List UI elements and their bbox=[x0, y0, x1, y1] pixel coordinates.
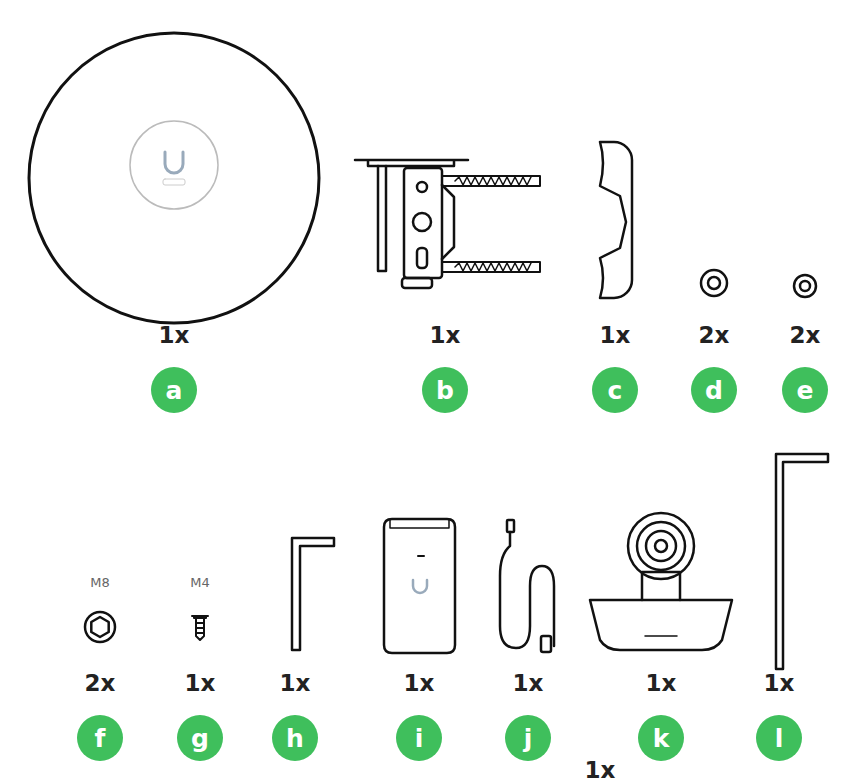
thread-size-label: M8 bbox=[70, 575, 130, 590]
quantity-label: 1x bbox=[565, 322, 665, 348]
item-letter: j bbox=[524, 726, 533, 751]
item-letter-badge: j bbox=[505, 715, 551, 761]
item-letter-badge: l bbox=[756, 715, 802, 761]
item-letter-badge: f bbox=[77, 715, 123, 761]
item-letter: k bbox=[653, 726, 670, 751]
quantity-label: 2x bbox=[50, 670, 150, 696]
quantity-label: 1x bbox=[395, 322, 495, 348]
item-letter-badge: h bbox=[272, 715, 318, 761]
item-letter: i bbox=[415, 726, 424, 751]
item-letter: f bbox=[95, 726, 106, 751]
item-letter: c bbox=[608, 378, 623, 403]
quantity-label: 1x bbox=[478, 670, 578, 696]
quantity-label: 1x bbox=[245, 670, 345, 696]
item-letter: a bbox=[166, 378, 183, 403]
item-letter-badge: g bbox=[177, 715, 223, 761]
quantity-label: 1x bbox=[150, 670, 250, 696]
thread-size-label: M4 bbox=[170, 575, 230, 590]
item-letter-badge: k bbox=[638, 715, 684, 761]
quantity-label: 1x bbox=[611, 670, 711, 696]
item-letter: e bbox=[797, 378, 814, 403]
item-letter-badge: d bbox=[691, 367, 737, 413]
quantity-label: 1x bbox=[124, 322, 224, 348]
quantity-label: 2x bbox=[755, 322, 855, 348]
quantity-label: 1x bbox=[369, 670, 469, 696]
quantity-label: 1x bbox=[729, 670, 829, 696]
item-letter-badge: e bbox=[782, 367, 828, 413]
quantity-label: 1x bbox=[550, 757, 650, 783]
item-letter: h bbox=[286, 726, 304, 751]
quantity-label: 2x bbox=[664, 322, 764, 348]
item-letter-badge: a bbox=[151, 367, 197, 413]
item-letter-badge: i bbox=[396, 715, 442, 761]
item-letter: g bbox=[191, 726, 209, 751]
item-letter-badge: c bbox=[592, 367, 638, 413]
item-letter: l bbox=[775, 726, 784, 751]
item-letter: b bbox=[436, 378, 454, 403]
item-letter: d bbox=[705, 378, 723, 403]
item-letter-badge: b bbox=[422, 367, 468, 413]
